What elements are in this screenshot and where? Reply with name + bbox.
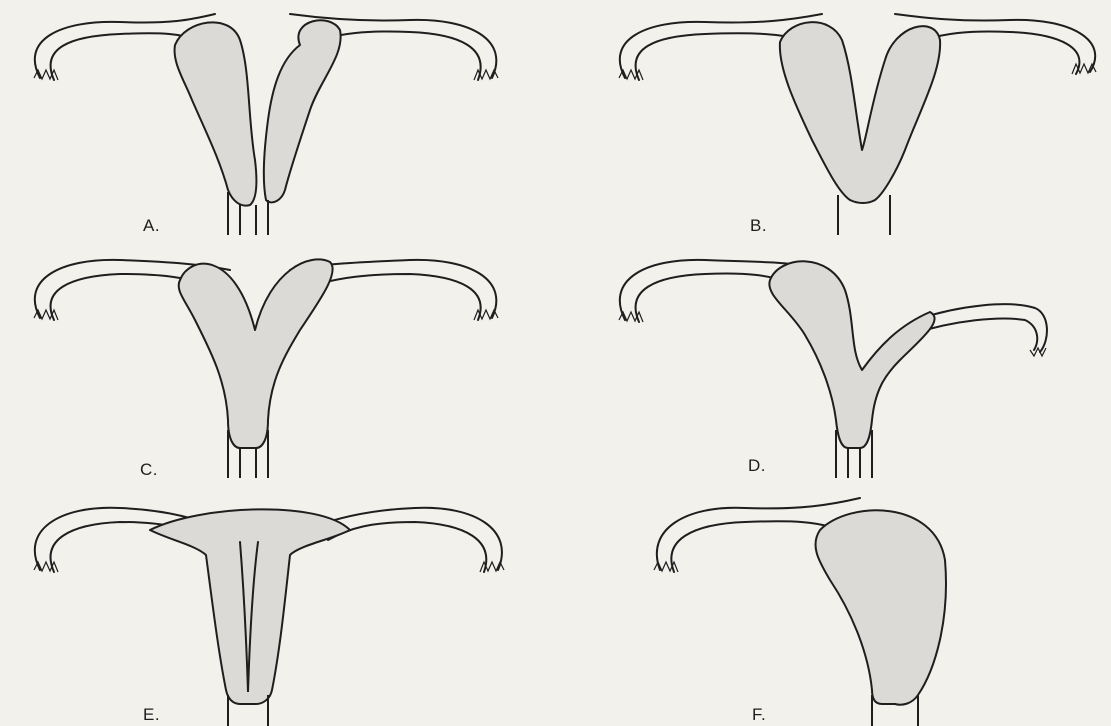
panel-a-drawing bbox=[34, 14, 498, 235]
panel-f-left-tube-inner bbox=[671, 521, 835, 572]
panel-c-right-tube-inner bbox=[318, 274, 481, 320]
panel-a-left-uterine-horn bbox=[175, 22, 257, 205]
panel-b-uterus bbox=[780, 22, 940, 203]
panel-b-right-tube-inner bbox=[922, 31, 1079, 74]
panel-c-drawing bbox=[34, 259, 498, 478]
panel-d-uterus bbox=[769, 261, 934, 448]
panel-label-c: C. bbox=[140, 460, 158, 480]
panel-b-drawing bbox=[619, 14, 1096, 235]
panel-e-uterus bbox=[150, 509, 350, 704]
panel-label-f: F. bbox=[752, 705, 766, 725]
panel-f-uterus bbox=[815, 510, 946, 704]
panel-a-right-uterine-horn bbox=[264, 20, 341, 202]
panel-e-drawing bbox=[34, 508, 504, 726]
panel-f-drawing bbox=[654, 498, 946, 726]
panel-e-right-tube bbox=[305, 508, 502, 570]
panel-a-right-tube-inner bbox=[318, 31, 481, 80]
panel-d-left-tube-inner bbox=[636, 273, 788, 322]
panel-c-uterus bbox=[179, 259, 333, 448]
panel-label-a: A. bbox=[143, 216, 160, 236]
panel-label-b: B. bbox=[750, 216, 767, 236]
panel-d-drawing bbox=[619, 260, 1047, 478]
panel-e-right-tube-inner bbox=[328, 522, 486, 572]
panel-b-left-tube-inner bbox=[636, 33, 805, 80]
panel-label-d: D. bbox=[748, 456, 766, 476]
panel-d-right-fimbria bbox=[1030, 348, 1046, 356]
panel-label-e: E. bbox=[143, 705, 160, 725]
